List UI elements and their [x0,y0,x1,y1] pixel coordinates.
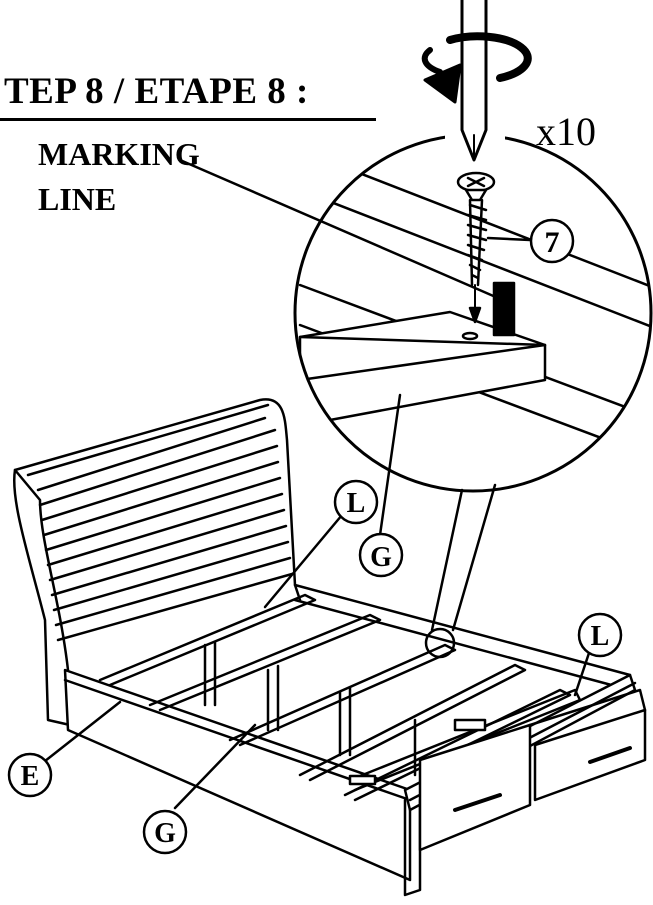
callout-7-label: 7 [545,226,560,259]
title-underline [0,118,376,121]
callout-g-detail-label: G [370,542,392,573]
callout-g-bottom-label: G [154,818,176,849]
marking-line-label-line1: MARKING [38,136,200,172]
callout-7-circle [529,218,575,264]
callout-l-left-label: L [347,488,366,519]
marking-line-leader [178,158,500,300]
screwdriver-icon [460,0,488,162]
quantity-label: x10 [536,109,596,154]
marking-line-label-line2: LINE [38,180,117,217]
callout-l-right-circle [577,612,623,658]
step-title: TEP 8 / ETAPE 8 : [4,71,309,112]
callout-e-circle [7,752,53,798]
callout-g-detail-leader [378,393,402,537]
detail-magnifier [293,133,653,493]
callout-7-leader [486,236,532,242]
rotation-arrow-icon [421,32,532,104]
screw-icon [456,171,496,324]
callout-l-left-circle [333,479,379,525]
marking-line-label: MARKING LINE [38,132,200,222]
callout-g-bottom-circle [142,809,188,855]
callout-e-label: E [21,761,40,792]
bed-illustration [13,398,647,897]
callout-g-detail-circle [358,532,404,578]
callout-l-right-label: L [591,621,610,652]
